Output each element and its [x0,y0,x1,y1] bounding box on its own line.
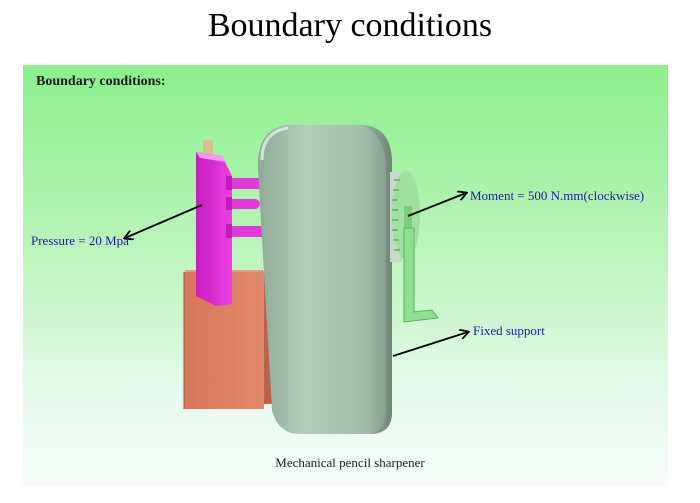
clamp-assembly [196,140,272,306]
moment-label: Moment = 500 N.mm(clockwise) [470,188,645,203]
sharpener-body [257,125,392,434]
pressure-arrow [125,204,203,238]
pressure-label: Pressure = 20 Mpa [31,233,129,248]
fixed-support-label: Fixed support [473,323,545,338]
fixed-support-arrow [392,332,468,357]
slide-title: Boundary conditions [207,7,493,44]
moment-arrow [407,193,466,217]
crank-handle [390,171,439,323]
figure-caption: Mechanical pencil sharpener [275,455,425,470]
figure-heading: Boundary conditions: [36,74,166,89]
